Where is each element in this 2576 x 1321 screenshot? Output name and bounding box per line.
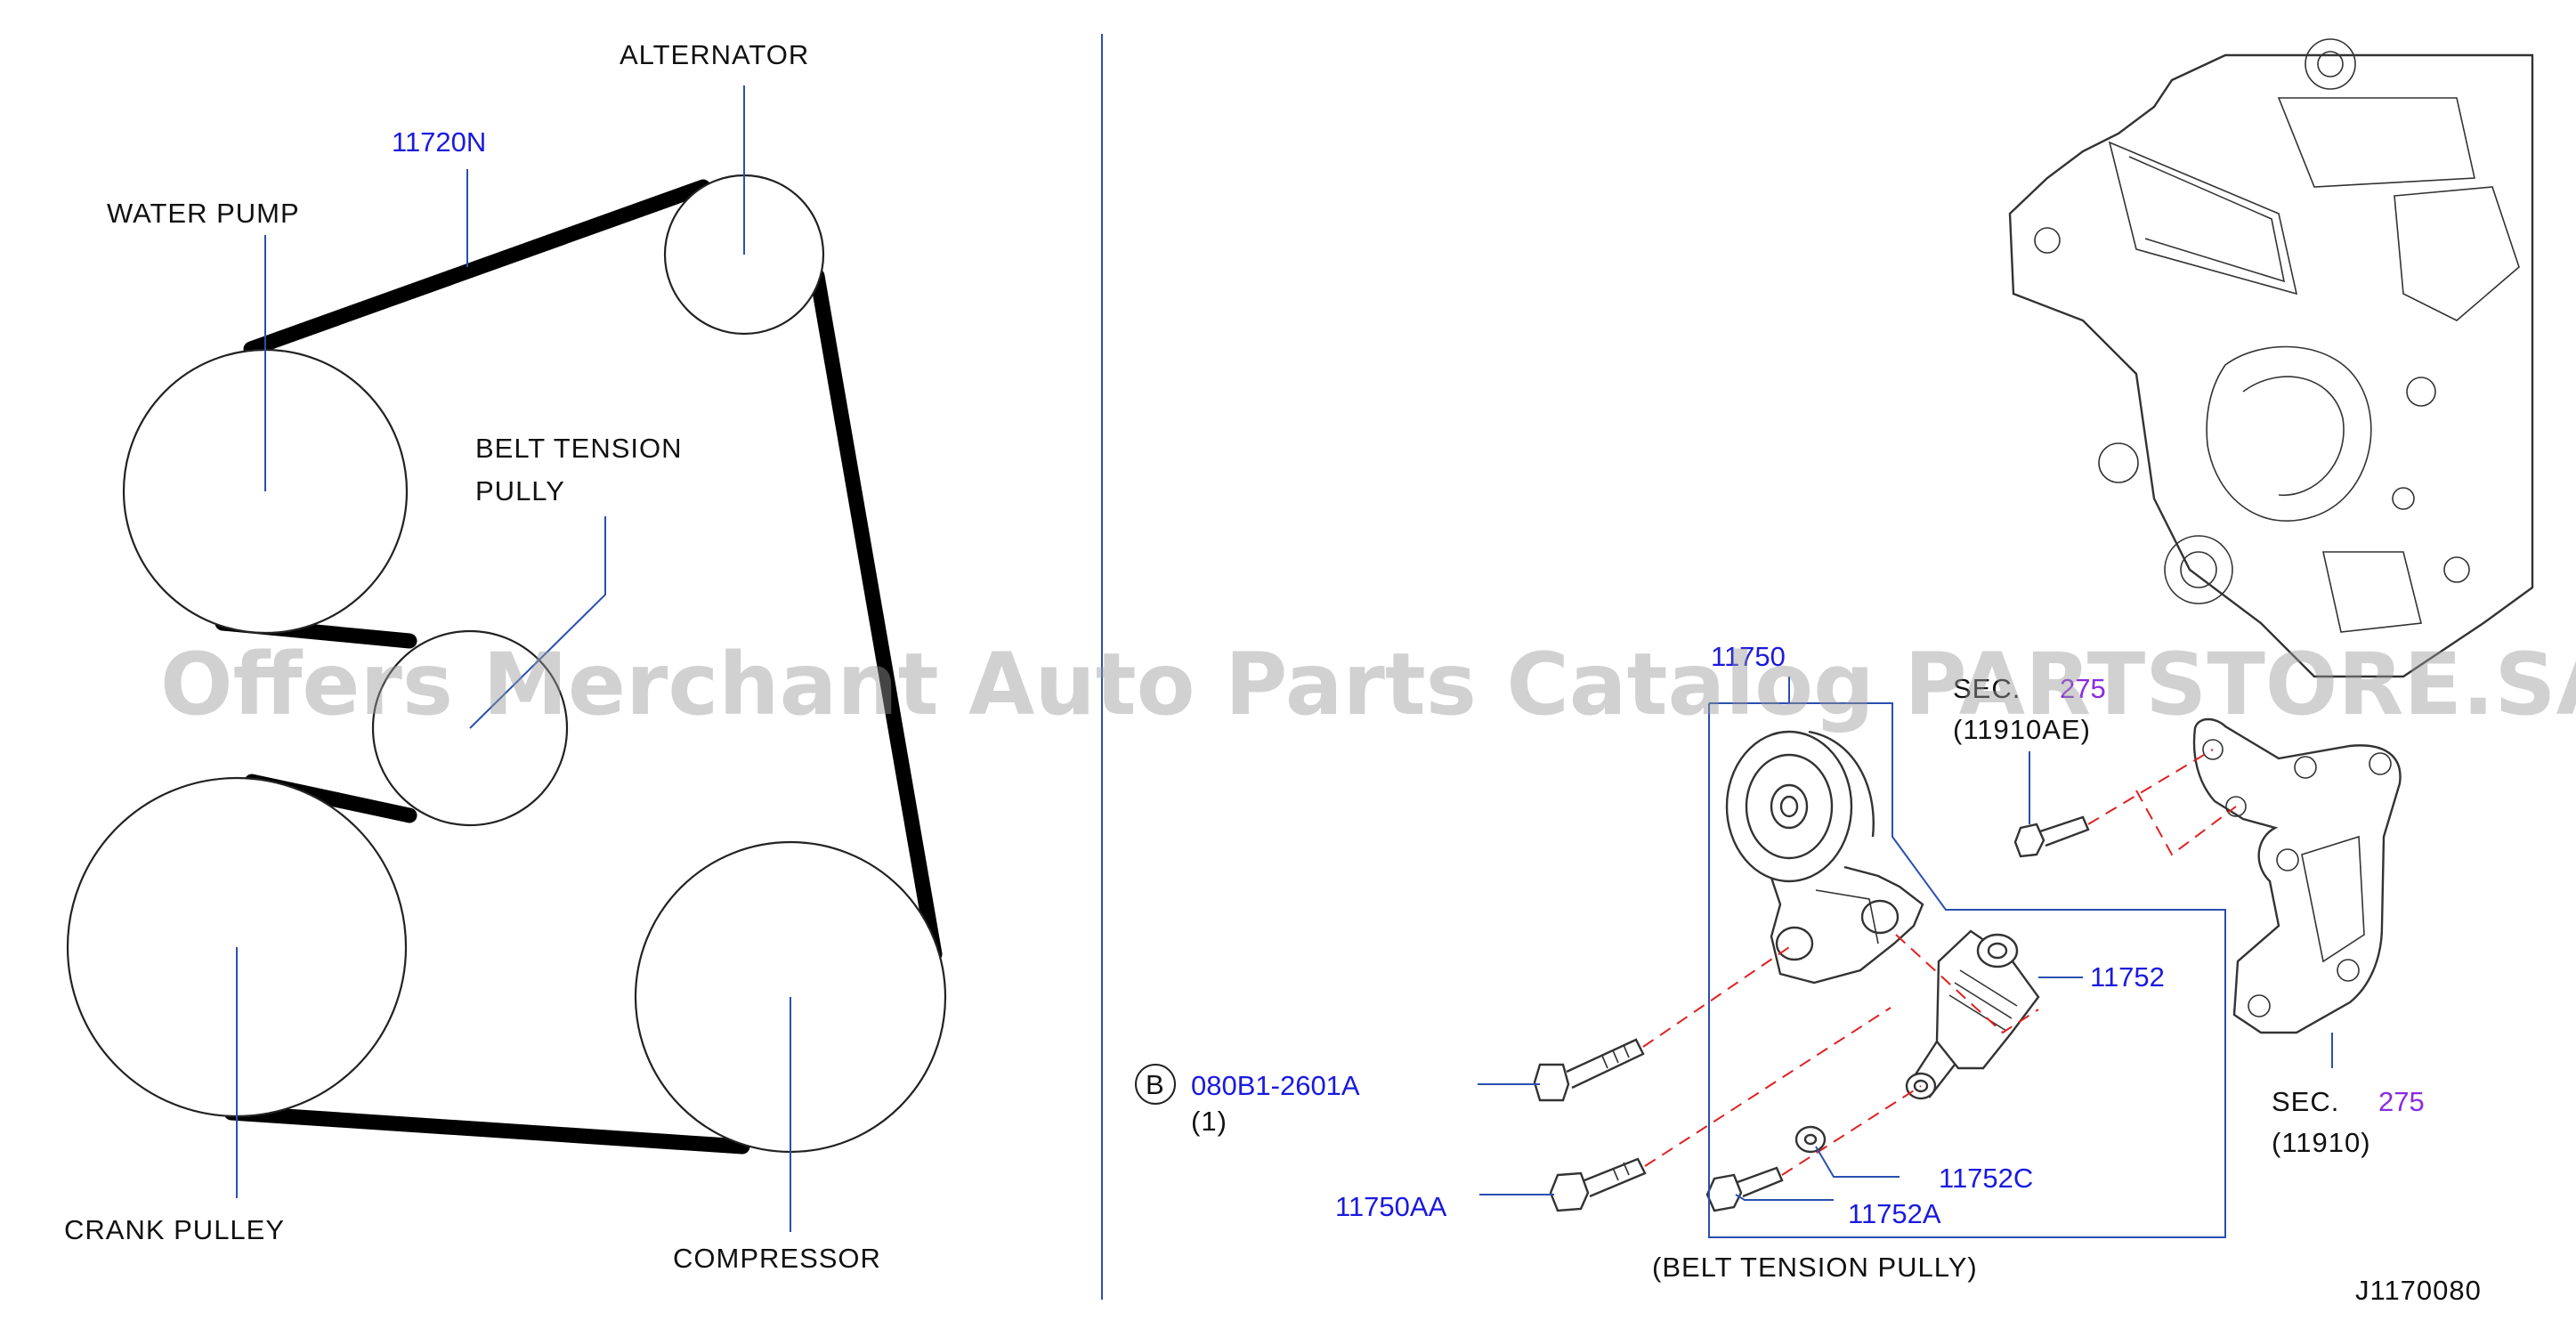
part-11752-label: 11752	[2090, 961, 2165, 993]
part-11752a-label: 11752A	[1848, 1198, 1941, 1229]
bolt-quantity-label: (1)	[1191, 1106, 1227, 1137]
sec-upper-number: 275	[2060, 673, 2106, 704]
drawing-id: J1170080	[2355, 1275, 2482, 1306]
belt-part-number: 11720N	[392, 126, 486, 158]
assembly-box	[1708, 702, 2226, 1238]
part-11750-label: 11750	[1711, 641, 1786, 672]
assembly-caption: (BELT TENSION PULLY)	[1652, 1252, 1978, 1283]
engine-block-drawing	[2008, 38, 2534, 678]
sec-upper-label: SEC.	[1953, 673, 2021, 704]
bolt-11752a-drawing	[1705, 1166, 1784, 1212]
sec-lower-part: (11910)	[2272, 1127, 2371, 1158]
belt-routing-panel: ALTERNATOR 11720N WATER PUMP BELT TENSIO…	[64, 39, 947, 1274]
tension-pulley-assembly-drawing	[1725, 730, 1924, 985]
bolt-11750aa-drawing	[1549, 1157, 1647, 1212]
alignment-guides	[1642, 749, 2237, 1176]
washer-11752c-drawing	[1794, 1125, 1827, 1154]
engine-bracket-drawing	[2192, 717, 2402, 1034]
part-11750aa-label: 11750AA	[1335, 1191, 1447, 1222]
sec-lower-number: 275	[2378, 1086, 2425, 1117]
compressor-label: COMPRESSOR	[673, 1243, 881, 1274]
part-080b1-2601a-label: 080B1-2601A	[1191, 1070, 1360, 1101]
bolt-b-letter: B	[1146, 1069, 1165, 1100]
sec-upper-part: (11910AE)	[1953, 714, 2091, 745]
alternator-label: ALTERNATOR	[620, 39, 809, 70]
bolt-11910ae-drawing	[2013, 815, 2090, 858]
belt-tension-label-line2: PULLY	[475, 475, 565, 507]
watermark-text: Offers Merchant Auto Parts Catalog PARTS…	[160, 635, 2576, 734]
tensioner-drawing	[1905, 929, 2040, 1100]
sec-lower-label: SEC.	[2272, 1086, 2339, 1117]
belt-tension-label-line1: BELT TENSION	[475, 433, 683, 464]
crank-pulley-label: CRANK PULLEY	[64, 1214, 285, 1245]
part-11752c-label: 11752C	[1939, 1163, 2033, 1194]
exploded-view-panel: 11750 11752 B 080B1-2601A (1) 11750AA 11…	[1135, 38, 2534, 1306]
bolt-b-callout: B	[1135, 1064, 1176, 1105]
water-pump-label: WATER PUMP	[107, 198, 300, 229]
bolt-080b1-drawing	[1533, 1038, 1645, 1102]
